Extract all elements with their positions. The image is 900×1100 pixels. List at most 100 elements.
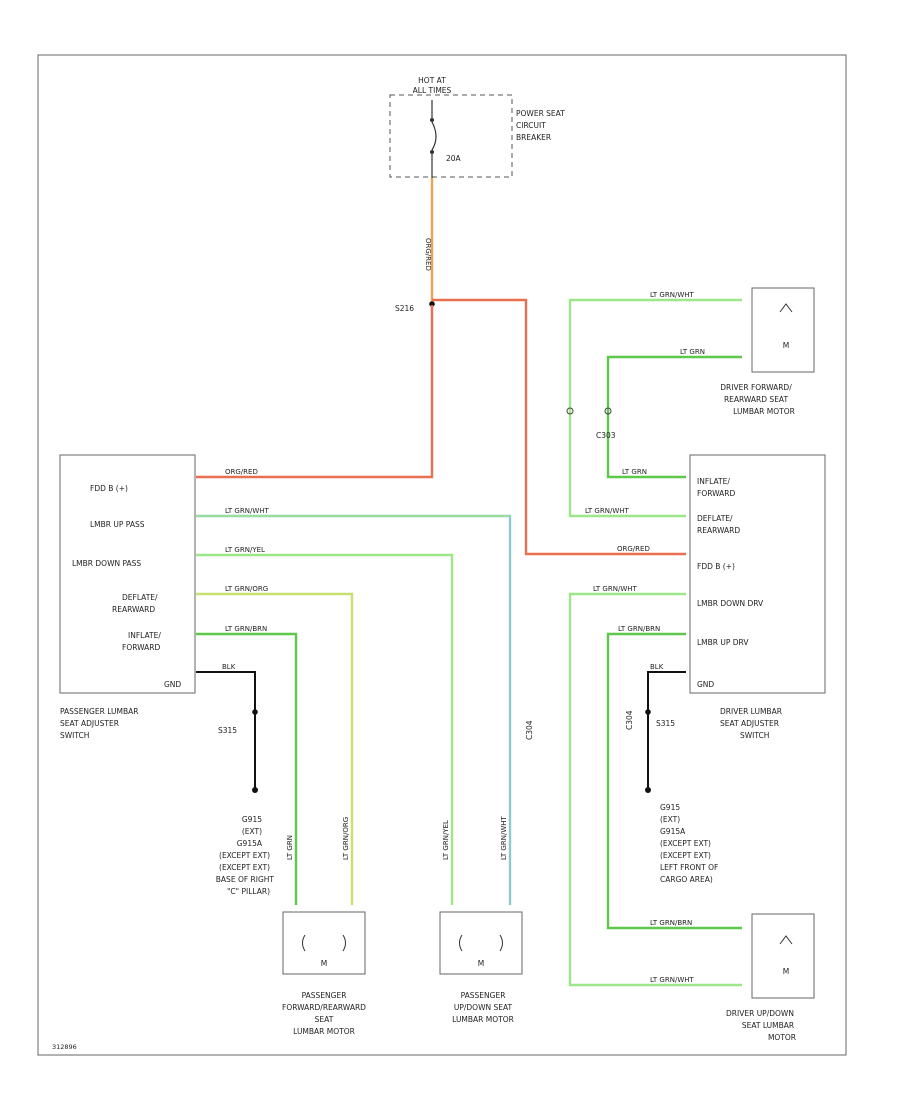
wire-label-feed: ORG/RED — [424, 238, 432, 271]
hot-at-label: HOT AT — [418, 76, 446, 85]
motor-symbol-pass-fwd — [302, 934, 346, 952]
pass-switch-caption-1: PASSENGER LUMBAR — [60, 707, 138, 716]
wire-driver-fwd-2 — [606, 355, 742, 479]
gnd-left-1: G915 — [242, 815, 262, 824]
pass-ud-caption-1: PASSENGER — [461, 991, 506, 1000]
pass-switch-caption-3: SWITCH — [60, 731, 89, 740]
wire-label-pm1: LT GRN — [286, 835, 294, 860]
driver-switch: INFLATE/ FORWARD DEFLATE/ REARWARD FDD B… — [689, 454, 826, 740]
gnd-right-6: LEFT FRONT OF — [660, 863, 718, 872]
drv-pin-inflate: INFLATE/ — [697, 477, 730, 486]
pass-pin-inflate: INFLATE/ — [128, 631, 161, 640]
wire-deflate-pass — [196, 592, 354, 905]
wire-label-gnd-drv: BLK — [650, 663, 664, 671]
drv-pin-gnd: GND — [697, 680, 714, 689]
connector-c303-b — [604, 407, 612, 415]
passenger-switch: FDD B (+) LMBR UP PASS LMBR DOWN PASS DE… — [59, 454, 196, 740]
splice-gnd-drv — [645, 709, 651, 715]
drv-switch-caption-2: SEAT ADJUSTER — [720, 719, 779, 728]
pass-ud-caption-2: UP/DOWN SEAT — [454, 1003, 513, 1012]
wire-label-drv-ud-1b: LT GRN/WHT — [650, 976, 695, 984]
gnd-left-3: G915A — [237, 839, 263, 848]
wire-orgred-driver — [432, 298, 686, 556]
wire-gnd-drv — [647, 671, 686, 790]
pass-pin-deflate: DEFLATE/ — [122, 593, 158, 602]
driver-fwd-caption-3: LUMBAR MOTOR — [733, 407, 795, 416]
breaker-label-3: BREAKER — [516, 133, 551, 142]
gnd-left-5: (EXCEPT EXT) — [219, 863, 270, 872]
wire-label-drv-ud-1: LT GRN/WHT — [593, 585, 638, 593]
wire-label-lmbr-down-pass: LT GRN/YEL — [225, 546, 265, 554]
connector-c304-label: C304 — [525, 720, 534, 740]
gnd-right-4: (EXCEPT EXT) — [660, 839, 711, 848]
pass-switch-caption-2: SEAT ADJUSTER — [60, 719, 119, 728]
gnd-right-3: G915A — [660, 827, 686, 836]
pass-pin-forward: FORWARD — [122, 643, 160, 652]
all-times-label: ALL TIMES — [413, 86, 452, 95]
driver-fwd-caption-2: REARWARD SEAT — [724, 395, 789, 404]
wire-label-pm3: LT GRN/YEL — [442, 820, 450, 860]
driver-fwd-caption-1: DRIVER FORWARD/ — [720, 383, 792, 392]
wire-label-inflate-pass: LT GRN/BRN — [225, 625, 267, 633]
wire-label-lmbr-up-pass: LT GRN/WHT — [225, 507, 270, 515]
passenger-fwd-motor-box — [282, 911, 366, 975]
gnd-left-4: (EXCEPT EXT) — [219, 851, 270, 860]
pass-fwd-caption-4: LUMBAR MOTOR — [293, 1027, 355, 1036]
connector-markers: C303 C304 C304 S315 S315 — [218, 407, 675, 793]
diagram-id: 312896 — [52, 1043, 77, 1051]
motor-symbol-pass-ud — [459, 934, 503, 952]
wire-label-pm4: LT GRN/WHT — [500, 815, 508, 860]
gnd-right-2: (EXT) — [660, 815, 680, 824]
gnd-right-1: G915 — [660, 803, 680, 812]
drv-pin-forward: FORWARD — [697, 489, 735, 498]
pass-pin-gnd: GND — [164, 680, 181, 689]
drv-switch-caption-3: SWITCH — [740, 731, 769, 740]
wire-lmbr-down-pass — [196, 553, 454, 905]
wire-label-drv-fwd-2: LT GRN — [680, 348, 705, 356]
passenger-fwd-motor: M PASSENGER FORWARD/REARWARD SEAT LUMBAR… — [282, 911, 366, 1036]
drv-switch-caption-1: DRIVER LUMBAR — [720, 707, 782, 716]
driver-fwd-motor: M DRIVER FORWARD/ REARWARD SEAT LUMBAR M… — [720, 287, 815, 416]
pass-fwd-caption-1: PASSENGER — [302, 991, 347, 1000]
wire-label-drv-fwd-2b: LT GRN — [622, 468, 647, 476]
gnd-right-7: CARGO AREA) — [660, 875, 713, 884]
fuse-box-outline — [389, 94, 513, 178]
wire-label-deflate-pass: LT GRN/ORG — [225, 585, 268, 593]
connector-c303-a — [566, 407, 574, 415]
circuit-breaker-block: HOT AT ALL TIMES POWER SEAT CIRCUIT BREA… — [389, 76, 565, 178]
wire-label-pm2: LT GRN/ORG — [342, 817, 350, 860]
passenger-switch-box — [59, 454, 196, 694]
splice-gnd-drv-label: S315 — [656, 719, 675, 728]
driver-updown-caption-3: MOTOR — [768, 1033, 796, 1042]
gnd-right-5: (EXCEPT EXT) — [660, 851, 711, 860]
breaker-rating: 20A — [446, 154, 462, 163]
breaker-element — [431, 121, 437, 151]
ground-point-drv — [645, 787, 651, 793]
drv-pin-lmbr-up: LMBR UP DRV — [697, 638, 749, 647]
wire-inflate-pass — [196, 632, 298, 905]
wire-driver-updown-2 — [606, 632, 742, 930]
wire-label-gnd-pass: BLK — [222, 663, 236, 671]
breaker-contact-top — [430, 118, 434, 122]
splice-label-top: S216 — [395, 304, 414, 313]
driver-updown-caption-2: SEAT LUMBAR — [742, 1021, 794, 1030]
motor-symbol-arrow-2 — [779, 935, 793, 945]
gnd-left-7: "C" PILLAR) — [227, 887, 270, 896]
wire-label-orgred-pass: ORG/RED — [225, 468, 258, 476]
passenger-updown-motor-letter: M — [478, 959, 484, 968]
connector-c304-right-label: C304 — [625, 710, 634, 730]
passenger-updown-motor: M PASSENGER UP/DOWN SEAT LUMBAR MOTOR — [439, 911, 523, 1024]
pass-pin-rearward: REARWARD — [112, 605, 155, 614]
pass-pin-lmbr-up: LMBR UP PASS — [90, 520, 145, 529]
motor-symbol-arrow — [779, 303, 793, 313]
ground-note-left: G915 (EXT) G915A (EXCEPT EXT) (EXCEPT EX… — [216, 815, 275, 896]
pass-pin-lmbr-down: LMBR DOWN PASS — [72, 559, 141, 568]
driver-fwd-motor-letter: M — [783, 341, 789, 350]
connector-c303-label: C303 — [596, 431, 616, 440]
pass-ud-caption-3: LUMBAR MOTOR — [452, 1015, 514, 1024]
passenger-fwd-motor-letter: M — [321, 959, 327, 968]
drv-pin-fdd: FDD B (+) — [697, 562, 735, 571]
ground-note-right: G915 (EXT) G915A (EXCEPT EXT) (EXCEPT EX… — [660, 803, 718, 884]
wire-orgred-passenger — [196, 305, 434, 479]
